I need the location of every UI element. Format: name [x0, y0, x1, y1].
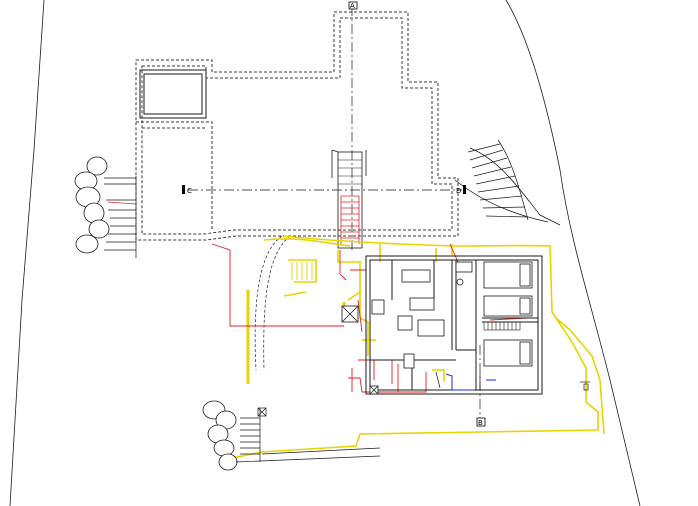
section-line-ab: [351, 6, 481, 424]
yellow-thick-posts: [246, 290, 346, 384]
services-lines: [445, 373, 496, 391]
section-marker-icon: [348, 1, 358, 10]
stair-yellow: [291, 262, 313, 280]
proposed-footprint-outline: [135, 11, 459, 241]
bed-icon: [483, 261, 533, 367]
section-b-label: B: [478, 419, 483, 427]
section-marker-c: C: [182, 185, 192, 195]
sofa-icon: [397, 261, 473, 337]
section-marker-b: B: [476, 417, 486, 427]
section-marker-a: A: [348, 1, 358, 10]
steps-left: [104, 176, 137, 258]
section-a-label: A: [350, 2, 355, 10]
section-c-label: C: [187, 187, 192, 195]
section-d-label: D: [456, 187, 461, 195]
boulder-wall-bottom: [202, 400, 238, 471]
main-staircase: [331, 149, 367, 249]
section-marker-d: D: [456, 185, 466, 195]
curved-steps-right: [467, 139, 529, 221]
steps-bottom: [235, 407, 381, 463]
wardrobe: [483, 321, 521, 331]
detail-lines: [435, 371, 590, 395]
stair-icon: [338, 159, 362, 185]
boulder-wall-left: [74, 156, 110, 254]
boulder-icon: [86, 156, 108, 176]
curved-path: [254, 235, 291, 371]
upper-room: [139, 69, 207, 119]
fixtures: [341, 299, 415, 395]
existing-walls: [231, 235, 605, 459]
